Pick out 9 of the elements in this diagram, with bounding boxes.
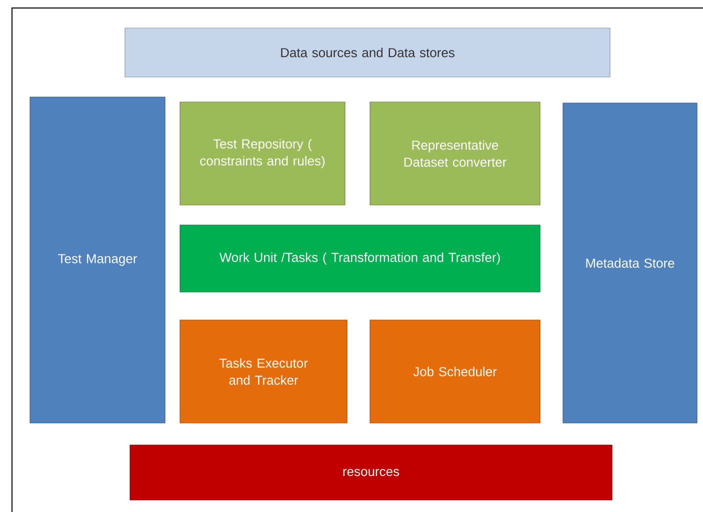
- base-box: resources: [130, 444, 612, 500]
- process-box: Representative Dataset converter: [370, 102, 540, 206]
- process-box: Test Repository ( constraints and rules): [180, 102, 346, 206]
- process-box: Job Scheduler: [370, 320, 540, 424]
- column-box: Test Manager: [30, 96, 166, 424]
- banner-box: Data sources and Data stores: [124, 28, 610, 78]
- process-box: Tasks Executor and Tracker: [180, 320, 348, 424]
- process-box: Work Unit /Tasks ( Transformation and Transfer): [180, 224, 540, 292]
- column-box: Metadata Store: [562, 102, 698, 424]
